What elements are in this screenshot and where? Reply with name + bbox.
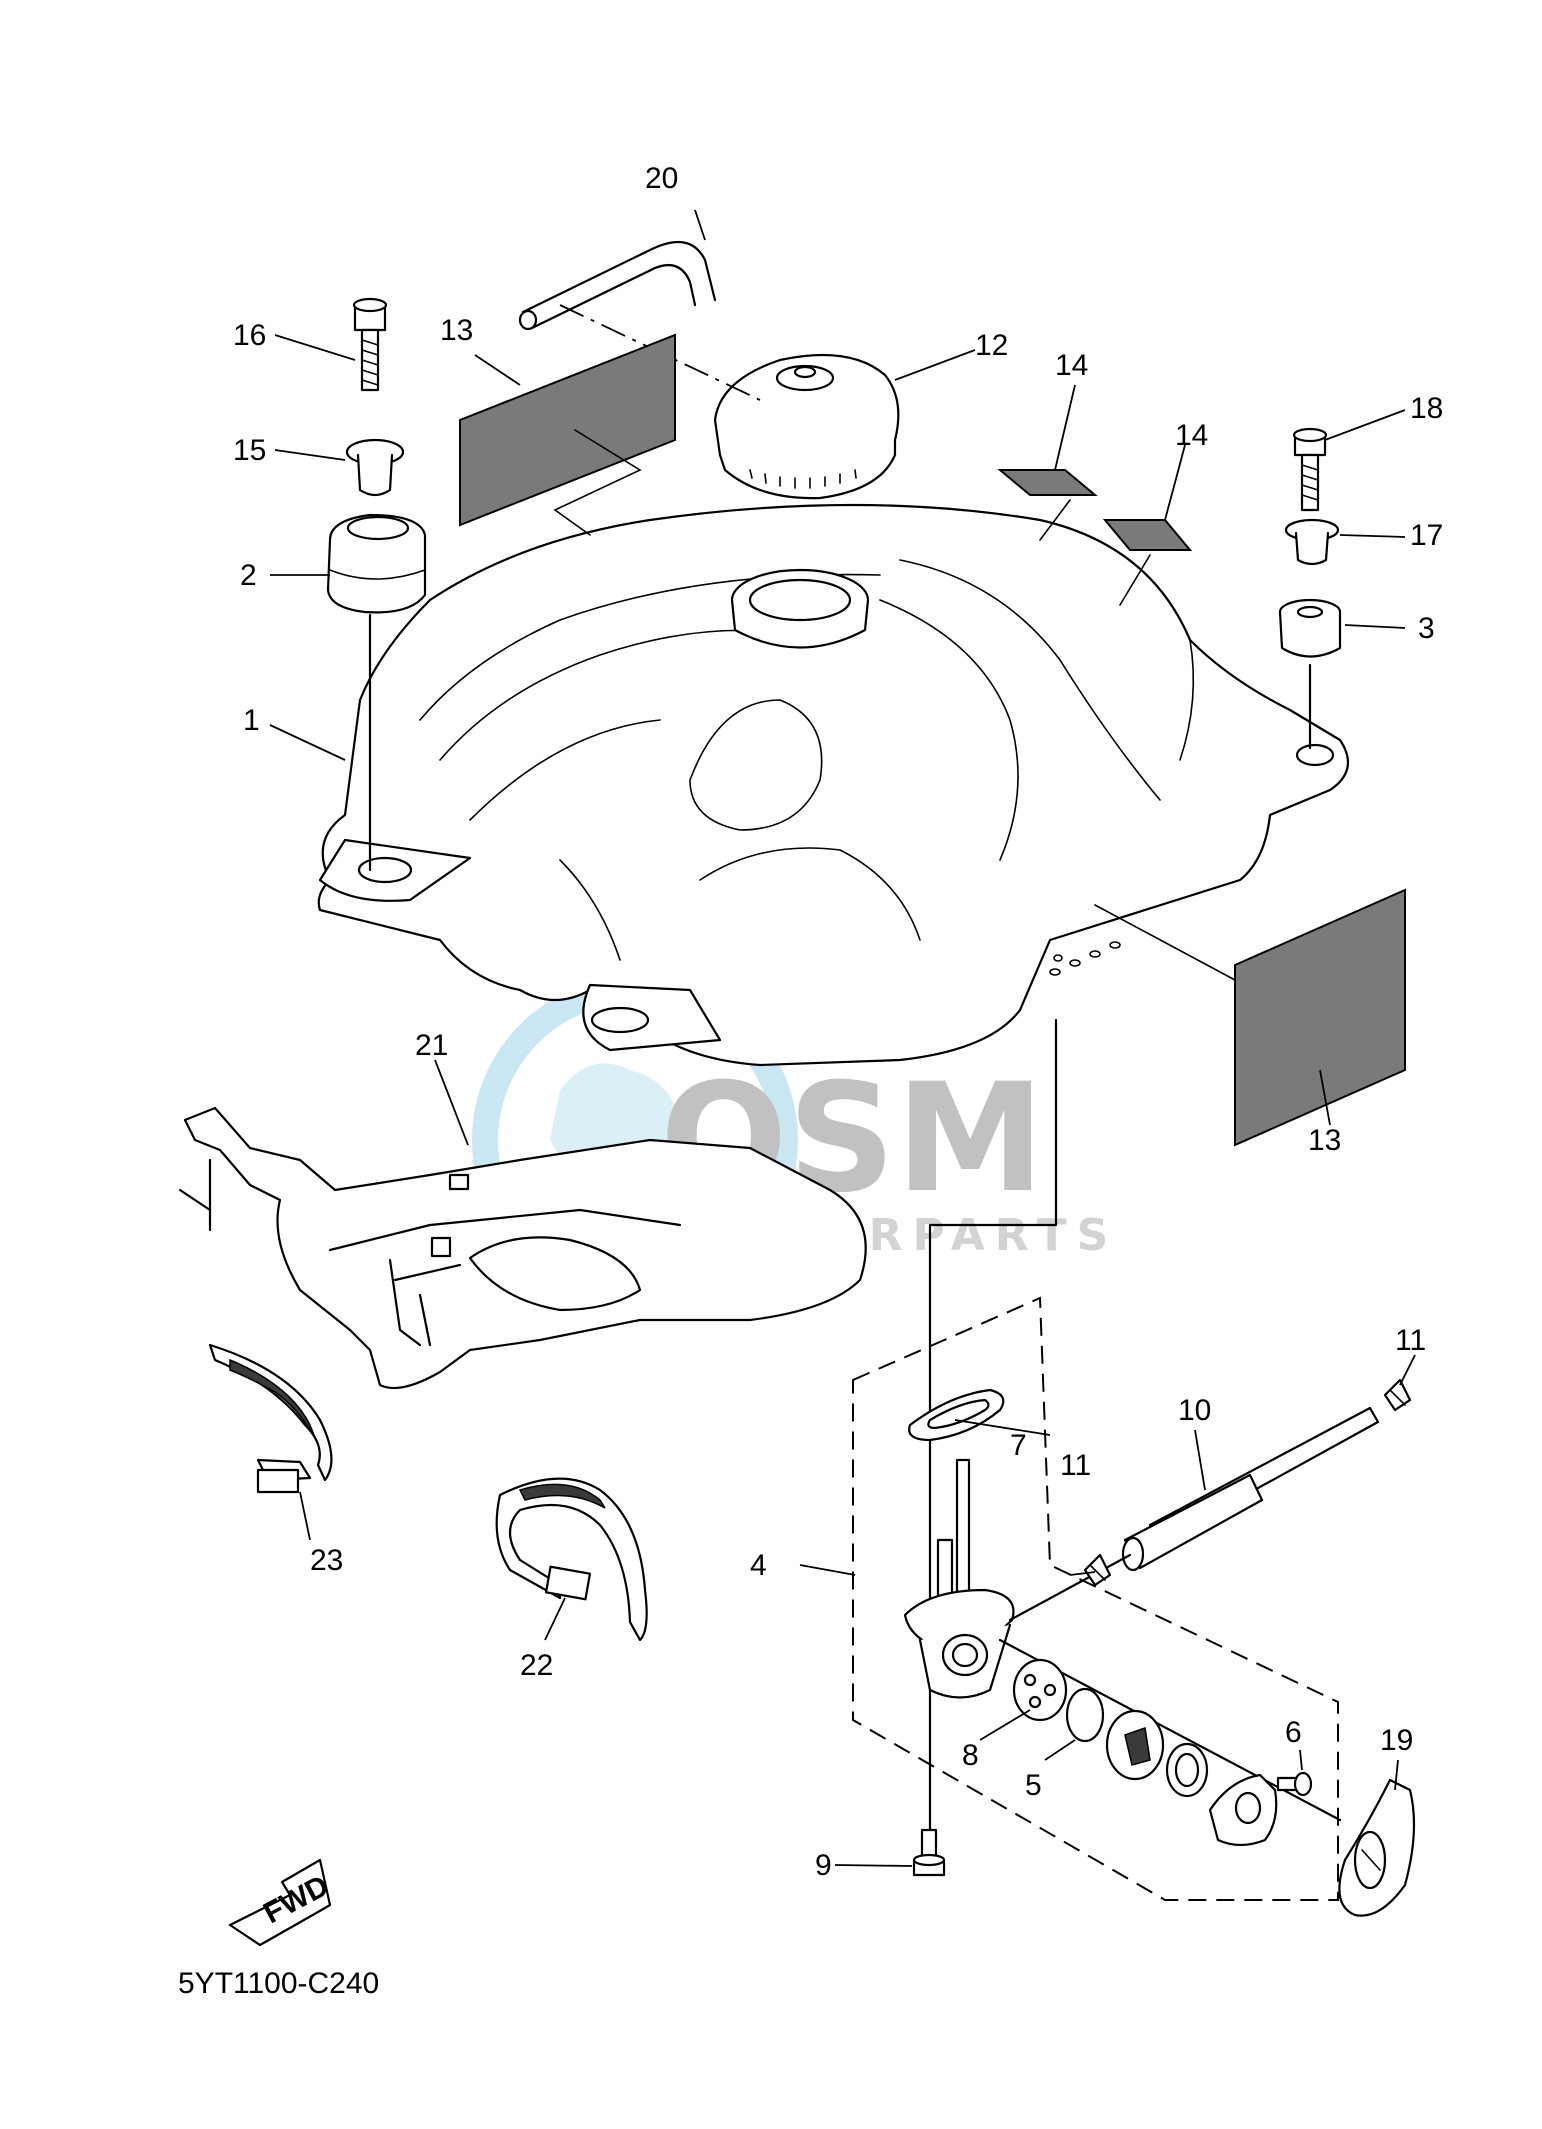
clip-11b[interactable]	[1383, 1378, 1412, 1412]
fuel-cock-body[interactable]	[903, 1458, 1342, 1822]
callout-23: 23	[310, 1544, 343, 1577]
callout-19: 19	[1380, 1724, 1413, 1757]
callout-4: 4	[750, 1549, 767, 1582]
callout-11-right: 11	[1395, 1324, 1426, 1357]
cock-seal[interactable]	[1165, 1742, 1209, 1798]
callout-12: 12	[975, 329, 1008, 362]
callout-18: 18	[1410, 392, 1443, 425]
callout-6: 6	[1285, 1716, 1302, 1749]
fuel-hose-10[interactable]	[1008, 1406, 1380, 1622]
callout-numbers: 20 13 12 14 14 16 15 2 1 18 17 3 13 21 2…	[233, 162, 1443, 1882]
diagram-code: 5YT1100-C240	[178, 1967, 379, 2000]
callout-10: 10	[1178, 1394, 1211, 1427]
callout-3: 3	[1418, 612, 1435, 645]
leader-lines	[269, 209, 1416, 1867]
callout-9: 9	[815, 1849, 832, 1882]
callout-15: 15	[233, 434, 266, 467]
bolt-16[interactable]	[352, 297, 388, 392]
hose-clamp-23[interactable]	[208, 1343, 333, 1494]
warning-label-left[interactable]	[459, 333, 676, 536]
fwd-arrow: FWD	[228, 1858, 334, 1947]
warning-label-right[interactable]	[1094, 888, 1406, 1147]
clip-11a[interactable]	[1083, 1553, 1112, 1587]
cock-lever[interactable]	[1105, 1709, 1165, 1781]
callout-1: 1	[243, 704, 260, 737]
callout-14-a: 14	[1055, 349, 1088, 382]
callout-2: 2	[240, 559, 257, 592]
callout-14-b: 14	[1175, 419, 1208, 452]
callout-5: 5	[1025, 1769, 1042, 1802]
tank-label-b[interactable]	[1102, 519, 1193, 606]
collar-15[interactable]	[345, 438, 405, 497]
callout-13-top: 13	[440, 314, 473, 347]
callout-22: 22	[520, 1649, 553, 1682]
callout-16: 16	[233, 319, 266, 352]
callout-20: 20	[645, 162, 678, 195]
o-ring-5[interactable]	[1065, 1687, 1105, 1743]
vent-holes	[1049, 941, 1121, 976]
callout-8: 8	[962, 1739, 979, 1772]
collar-17[interactable]	[1284, 518, 1340, 566]
bolt-18[interactable]	[1292, 427, 1328, 512]
knob-19[interactable]	[1338, 1778, 1416, 1917]
callout-11-left: 11	[1060, 1449, 1091, 1482]
grommet-2[interactable]	[326, 513, 427, 614]
callout-7: 7	[1010, 1429, 1027, 1462]
heat-protector[interactable]	[178, 1106, 867, 1390]
filter-8[interactable]	[1012, 1658, 1068, 1722]
filler-neck	[730, 568, 870, 649]
callout-13-bottom: 13	[1308, 1124, 1341, 1157]
fuel-cock-group-outline	[852, 1296, 1339, 1901]
fuel-cock-axis	[928, 1018, 1058, 1857]
cock-plate[interactable]	[1208, 1773, 1278, 1847]
fuel-cap[interactable]	[713, 353, 900, 500]
tank-label-a[interactable]	[997, 469, 1098, 541]
screw-6[interactable]	[1276, 1771, 1313, 1797]
fuel-tank[interactable]	[317, 503, 1350, 1067]
callout-17: 17	[1410, 519, 1443, 552]
callout-21: 21	[415, 1029, 448, 1062]
gasket-7[interactable]	[908, 1388, 1005, 1442]
screw-9[interactable]	[912, 1828, 946, 1877]
grommet-3[interactable]	[1278, 598, 1342, 658]
hose-clamp-22[interactable]	[495, 1477, 648, 1642]
